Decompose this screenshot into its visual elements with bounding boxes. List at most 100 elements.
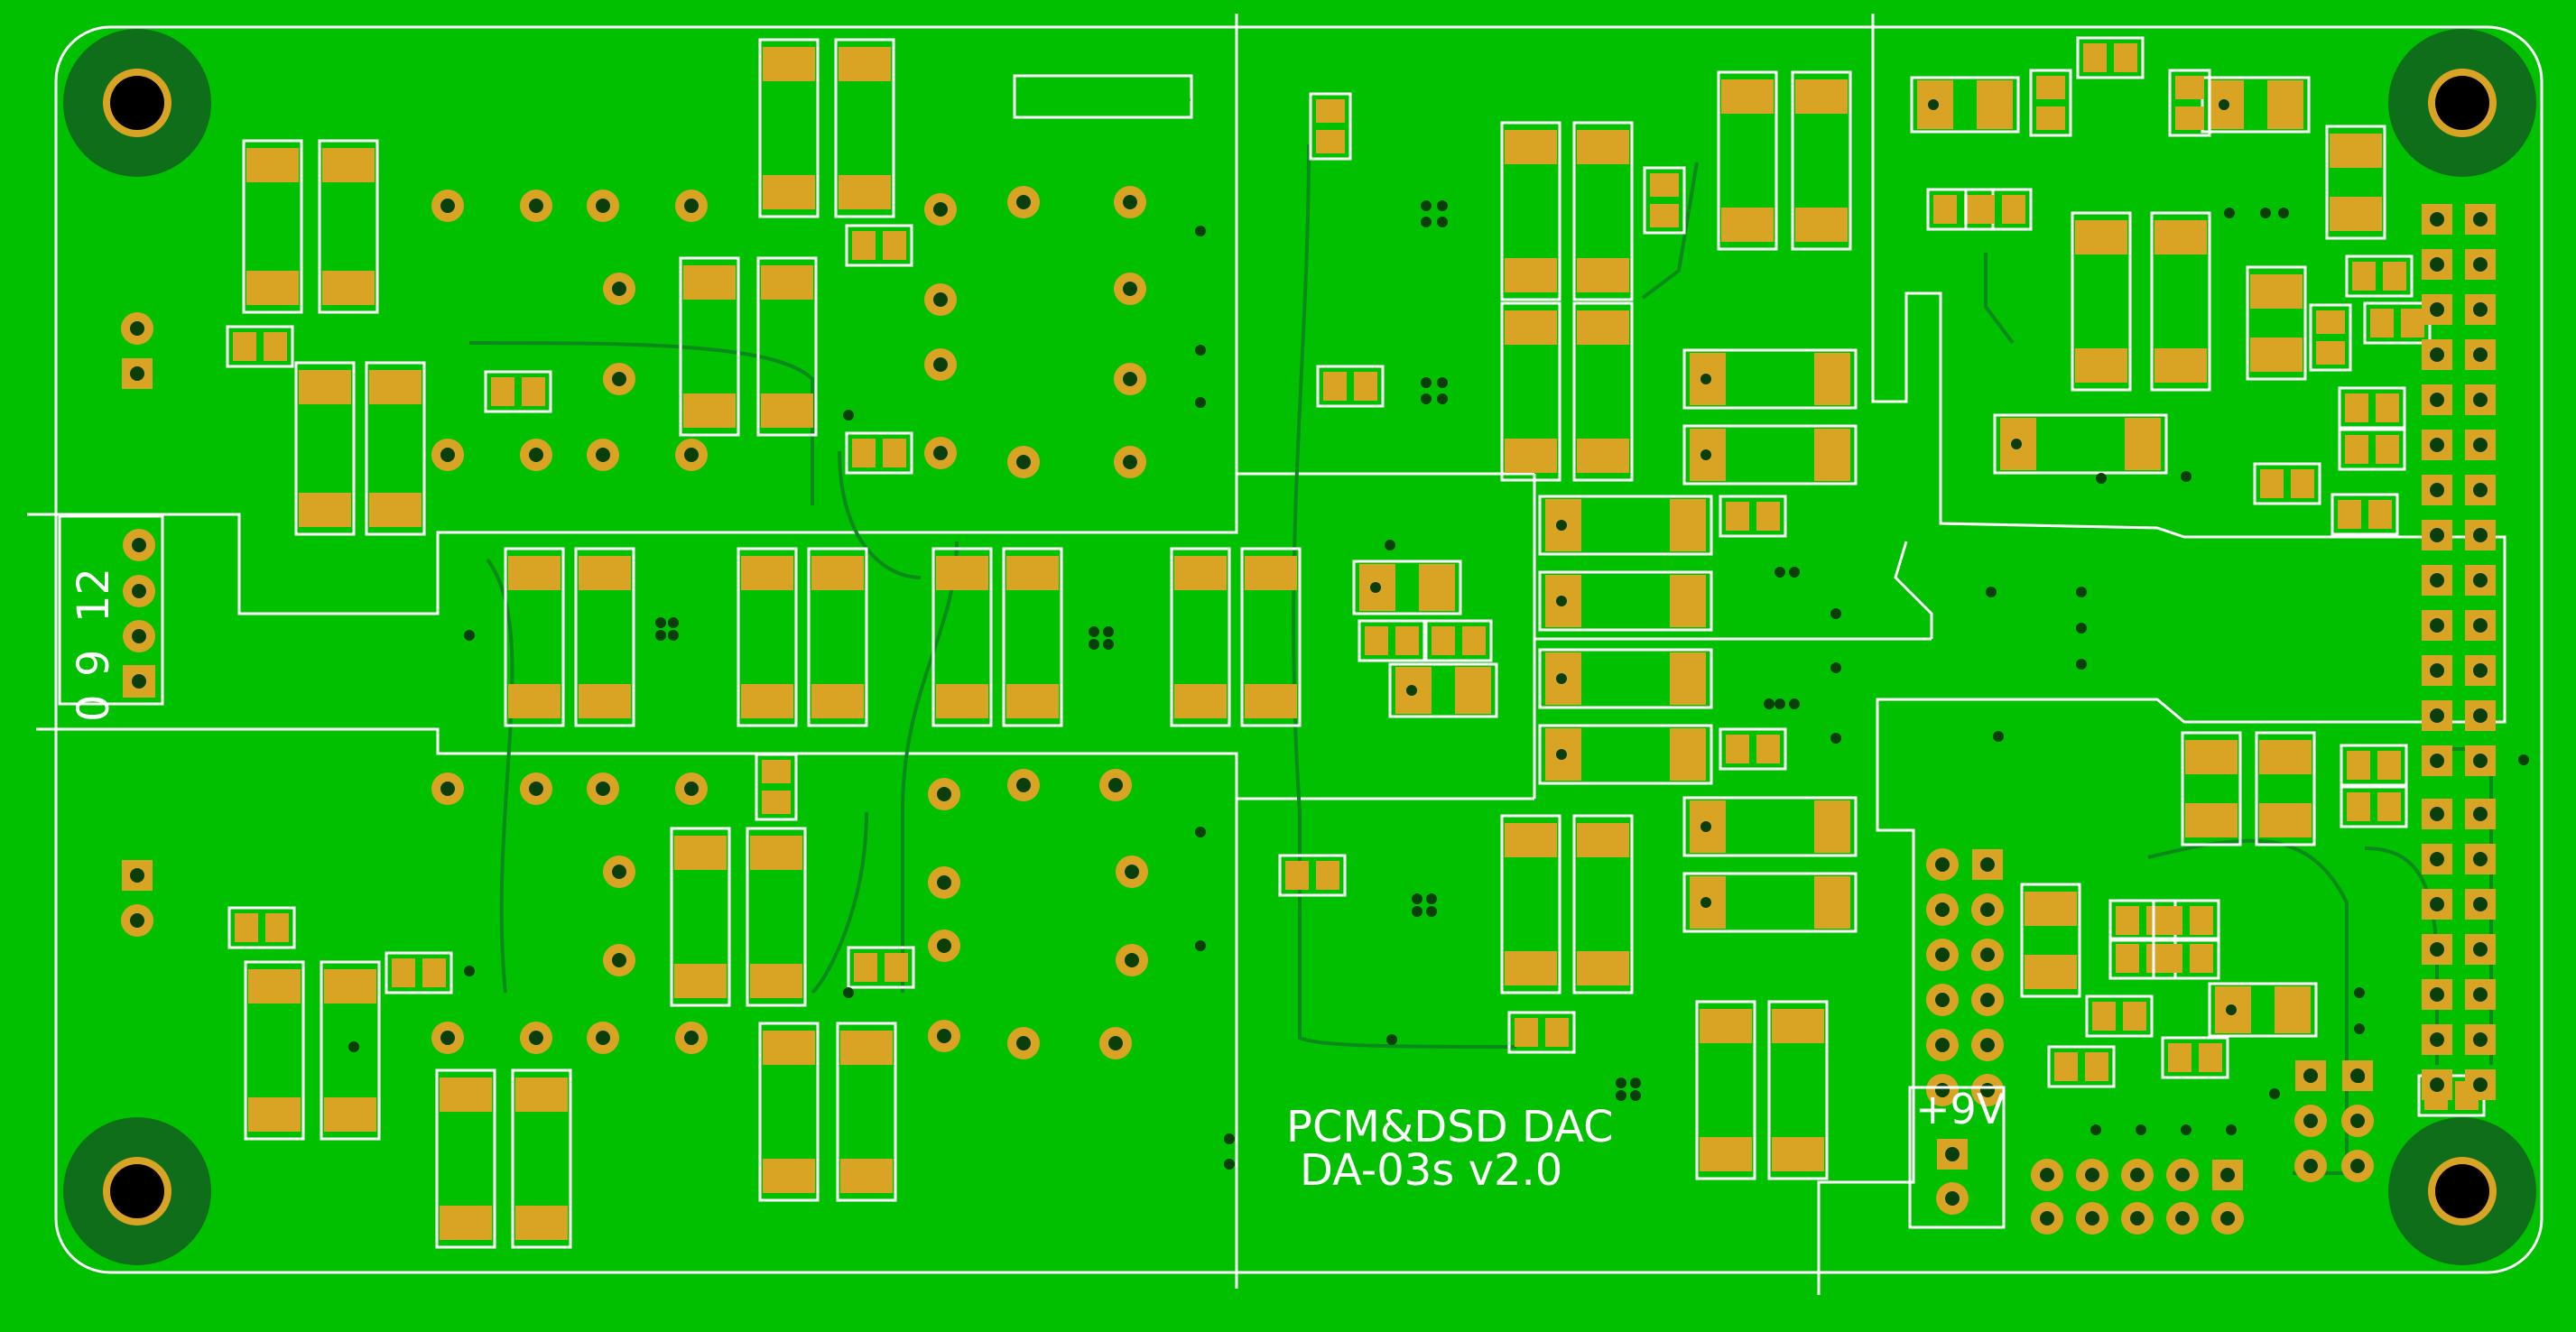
resistor-footprint-icon xyxy=(1719,727,1787,771)
through-hole-pad xyxy=(2076,1202,2108,1235)
through-hole-pad xyxy=(2422,700,2452,731)
through-hole-pad xyxy=(2465,745,2496,776)
resistor-footprint-icon xyxy=(2338,386,2406,430)
through-hole-pad xyxy=(675,772,708,805)
via xyxy=(1986,587,1997,597)
through-hole-pad xyxy=(2422,934,2452,965)
via xyxy=(1224,1133,1235,1144)
via xyxy=(1195,226,1206,236)
input-label-9: 9 xyxy=(69,649,119,677)
through-hole-pad xyxy=(675,190,708,222)
through-hole-pad xyxy=(603,363,635,395)
through-hole-pad xyxy=(587,1022,619,1054)
resistor-footprint-icon xyxy=(1316,365,1385,408)
through-hole-pad xyxy=(1099,769,1132,801)
through-hole-pad xyxy=(431,439,464,471)
nine-volt-header: +9V xyxy=(1908,1085,2006,1229)
through-hole-pad xyxy=(121,312,153,345)
capacitor-footprint-icon xyxy=(1240,547,1302,727)
through-hole-pad xyxy=(2341,1105,2374,1137)
through-hole-pad xyxy=(431,772,464,805)
via xyxy=(1789,567,1800,578)
via xyxy=(1426,906,1437,917)
via xyxy=(1103,626,1114,637)
capacitor-footprint-icon xyxy=(1682,424,1858,486)
via xyxy=(1421,393,1432,404)
resistor-footprint-icon xyxy=(2309,303,2352,372)
via xyxy=(1830,662,1841,673)
through-hole-pad xyxy=(2465,294,2496,325)
via xyxy=(464,966,475,976)
through-hole-pad xyxy=(2422,430,2452,460)
through-hole-pad xyxy=(1971,893,2004,926)
through-hole-pad xyxy=(1007,769,1040,801)
resistor-footprint-icon xyxy=(1643,166,1686,235)
through-hole-pad xyxy=(2422,475,2452,505)
through-hole-pad xyxy=(2422,844,2452,874)
resistor-footprint-icon xyxy=(1278,854,1347,897)
through-hole-pad xyxy=(2422,655,2452,686)
via xyxy=(843,987,854,998)
via xyxy=(2518,754,2529,765)
capacitor-footprint-icon xyxy=(504,547,565,727)
resistor-footprint-icon xyxy=(2085,994,2154,1038)
capacitor-footprint-icon xyxy=(1002,547,1063,727)
through-hole-pad xyxy=(2465,1024,2496,1055)
capacitor-footprint-icon xyxy=(1538,495,1713,556)
through-hole-pad xyxy=(1926,893,1959,926)
through-hole-pad xyxy=(2341,1150,2374,1182)
board-title-line2: DA-03s v2.0 xyxy=(1300,1145,1562,1196)
via xyxy=(1437,393,1448,404)
through-hole-pad xyxy=(928,930,960,962)
via xyxy=(843,410,854,421)
through-hole-pad xyxy=(1114,273,1146,305)
board-outline xyxy=(54,25,2544,1274)
capacitor-footprint-icon xyxy=(1695,1000,1756,1180)
via xyxy=(668,617,679,628)
through-hole-pad xyxy=(1007,186,1040,218)
input-pad-column xyxy=(123,529,155,698)
through-hole-pad xyxy=(2422,520,2452,550)
via xyxy=(655,617,666,628)
through-hole-pad xyxy=(2295,1060,2326,1091)
through-hole-pad xyxy=(2422,610,2452,641)
capacitor-footprint-icon xyxy=(1500,121,1561,301)
through-hole-pad xyxy=(2422,565,2452,596)
capacitor-footprint-icon xyxy=(1352,560,1462,615)
resistor-footprint-icon xyxy=(2253,462,2321,505)
through-hole-pad xyxy=(2422,799,2452,829)
capacitor-footprint-icon xyxy=(574,547,635,727)
through-hole-pad xyxy=(431,1022,464,1054)
through-hole-pad xyxy=(2121,1159,2154,1191)
via xyxy=(1426,893,1437,904)
through-hole-pad xyxy=(2422,204,2452,235)
through-hole-pad xyxy=(2465,799,2496,829)
via xyxy=(2076,659,2087,670)
capacitor-footprint-icon xyxy=(2246,265,2307,381)
through-hole-pad xyxy=(2465,979,2496,1010)
power-input-connector: 0 9 12 xyxy=(58,514,164,722)
through-hole-pad xyxy=(2211,1202,2244,1235)
through-hole-pad xyxy=(924,437,957,469)
via xyxy=(1830,733,1841,744)
through-hole-pad xyxy=(431,190,464,222)
resistor-footprint-icon xyxy=(2047,1045,2116,1088)
capacitor-footprint-icon xyxy=(807,547,868,727)
via xyxy=(1103,639,1114,650)
via xyxy=(2226,1124,2237,1135)
marker-box: 4 xyxy=(1013,74,1193,119)
through-hole-pad xyxy=(2121,1202,2154,1235)
resistor-footprint-icon xyxy=(1507,1011,1576,1054)
through-hole-pad xyxy=(1971,939,2004,971)
through-hole-pad xyxy=(1926,939,1959,971)
through-hole-pad xyxy=(122,860,153,891)
capacitor-footprint-icon xyxy=(1682,348,1858,410)
capacitor-footprint-icon xyxy=(1682,872,1858,933)
via xyxy=(2224,208,2235,218)
through-hole-pad xyxy=(2465,1069,2496,1100)
through-hole-pad xyxy=(2422,294,2452,325)
via xyxy=(2076,623,2087,634)
capacitor-footprint-icon xyxy=(836,1022,897,1202)
capacitor-footprint-icon xyxy=(2255,731,2316,846)
